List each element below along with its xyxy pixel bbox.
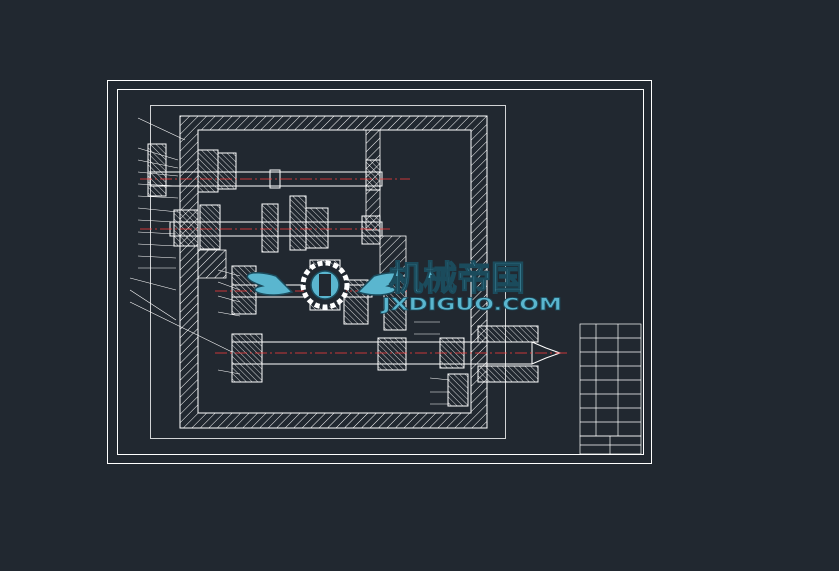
watermark-title-cn: 机械帝国 — [389, 259, 525, 299]
drawing-frame — [150, 105, 506, 439]
parts-list-table — [579, 323, 642, 437]
shaft-2 — [169, 195, 383, 253]
inner-sheet-border — [117, 89, 644, 455]
watermark-domain: JXDIGUO.COM — [381, 295, 562, 315]
site-watermark: 机械帝国 JXDIGUO.COM — [246, 258, 562, 315]
gear-wings-logo-icon — [246, 260, 404, 310]
main-spindle — [231, 325, 562, 407]
title-block — [579, 435, 642, 455]
leader-lines — [129, 117, 451, 405]
outer-sheet-border — [107, 80, 652, 464]
